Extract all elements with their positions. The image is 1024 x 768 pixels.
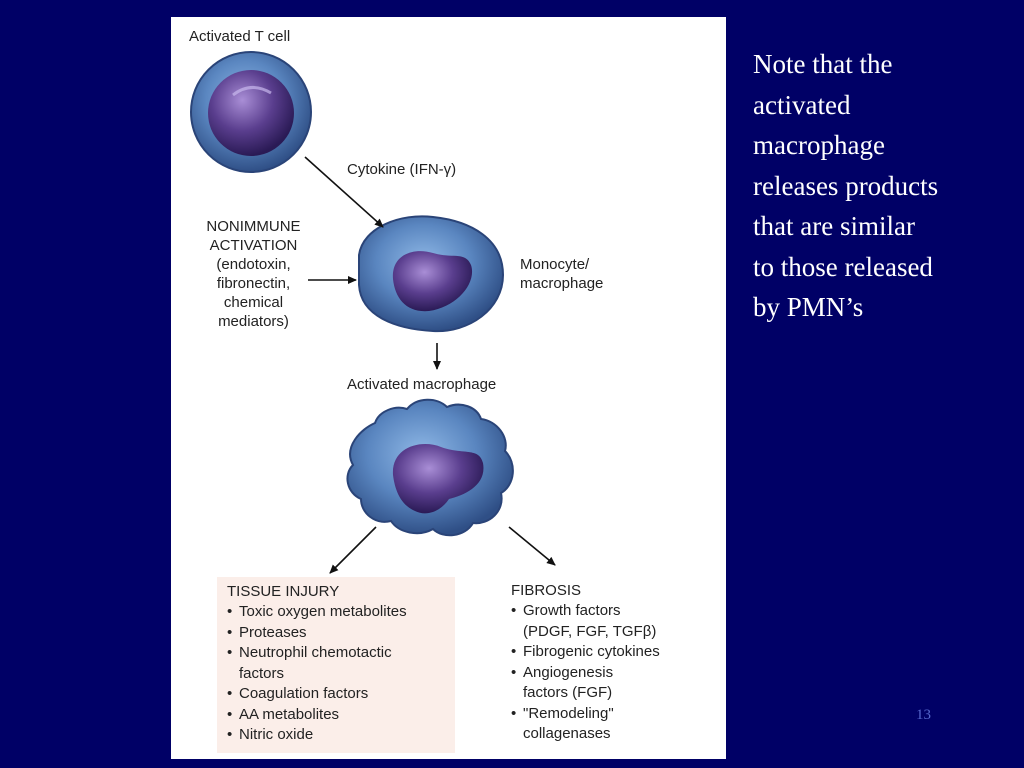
list-item: •Angiogenesis bbox=[511, 663, 614, 681]
list-item: •"Remodeling" bbox=[511, 704, 614, 722]
nonimmune-line: ACTIVATION bbox=[209, 237, 298, 254]
t-cell bbox=[190, 51, 312, 173]
tissue-injury-box: TISSUE INJURY •Toxic oxygen metabolites … bbox=[217, 577, 455, 753]
cytokine-label: Cytokine (IFN-γ) bbox=[347, 161, 457, 178]
list-item: •Proteases bbox=[227, 623, 307, 641]
nonimmune-line: fibronectin, bbox=[216, 275, 291, 292]
nonimmune-line: chemical bbox=[223, 294, 284, 311]
list-item: •Neutrophil chemotactic bbox=[227, 644, 392, 661]
monocyte-line: Monocyte/ bbox=[520, 256, 590, 273]
list-item-continued: (PDGF, FGF, TGFβ) bbox=[523, 622, 657, 640]
monocyte-macrophage bbox=[358, 215, 505, 333]
nonimmune-line: mediators) bbox=[218, 313, 289, 330]
list-item: •Growth factors bbox=[511, 602, 621, 619]
arrow-to-tissue-injury bbox=[329, 526, 377, 574]
list-item: •Fibrogenic cytokines bbox=[511, 643, 660, 660]
arrow-tcell-to-monocyte bbox=[304, 156, 384, 228]
slide-number: 13 bbox=[916, 707, 931, 723]
list-item: •AA metabolites bbox=[227, 705, 340, 723]
list-item-continued: factors bbox=[239, 664, 285, 682]
fibrosis-block: FIBROSIS •Growth factors (PDGF, FGF, TGF… bbox=[511, 581, 660, 745]
activated-macrophage-label: Activated macrophage bbox=[347, 376, 497, 393]
fibrosis-list: •Growth factors (PDGF, FGF, TGFβ) •Fibro… bbox=[511, 601, 660, 745]
list-item: •Coagulation factors bbox=[227, 685, 369, 702]
cell-diagram bbox=[190, 51, 556, 574]
list-item-continued: collagenases bbox=[523, 725, 611, 742]
t-cell-label: Activated T cell bbox=[189, 28, 291, 45]
tissue-injury-list: •Toxic oxygen metabolites •Proteases •Ne… bbox=[227, 602, 455, 746]
list-item-continued: factors (FGF) bbox=[523, 684, 613, 701]
nonimmune-line: NONIMMUNE bbox=[206, 218, 301, 235]
monocyte-label: Monocyte/ macrophage bbox=[520, 255, 603, 293]
list-item: •Toxic oxygen metabolites bbox=[227, 603, 407, 620]
nonimmune-line: (endotoxin, bbox=[216, 256, 291, 273]
list-item: •Nitric oxide bbox=[227, 726, 314, 743]
figure-panel: Activated T cell Cytokine (IFN-γ) NONIMM… bbox=[171, 17, 726, 759]
activated-macrophage bbox=[346, 398, 514, 537]
arrow-to-fibrosis bbox=[508, 526, 556, 566]
fibrosis-heading: FIBROSIS bbox=[511, 582, 582, 599]
tissue-injury-heading: TISSUE INJURY bbox=[227, 583, 340, 600]
slide-note: Note that the activated macrophage relea… bbox=[753, 49, 939, 322]
monocyte-line: macrophage bbox=[520, 275, 604, 292]
nonimmune-activation-label: NONIMMUNE ACTIVATION (endotoxin, fibrone… bbox=[191, 217, 316, 331]
